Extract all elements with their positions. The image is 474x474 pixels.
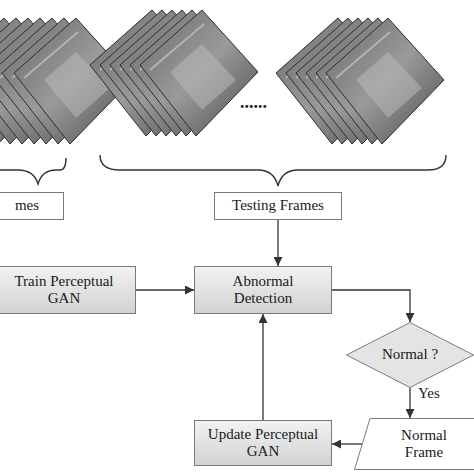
node-text: Abnormal Detection — [213, 273, 313, 308]
input-box: mes — [0, 192, 64, 220]
testing-frame-stack — [90, 10, 258, 136]
process-box: Abnormal Detection — [194, 266, 332, 314]
ellipsis-label: ...... — [240, 92, 267, 113]
node-text: Update Perceptual GAN — [207, 426, 319, 461]
process-box: Train Perceptual GAN — [0, 266, 136, 314]
edge-label: Yes — [418, 385, 440, 402]
node-text: Normal Frame — [394, 427, 454, 462]
shape-outline — [355, 419, 474, 470]
flow-arrow — [262, 314, 263, 420]
node-text: mes — [15, 197, 39, 214]
flow-arrow — [136, 289, 194, 290]
process-box: Update Perceptual GAN — [194, 420, 332, 466]
shape-outline — [347, 323, 474, 388]
decision-diamond: Normal ? — [346, 322, 474, 388]
group-brace — [100, 155, 446, 186]
flow-arrow — [332, 443, 362, 444]
flow-arrow — [332, 290, 410, 322]
testing-frame-stack — [276, 18, 444, 144]
node-text: Testing Frames — [232, 197, 324, 214]
flow-arrow — [277, 220, 278, 266]
data-parallelogram: Normal Frame — [354, 418, 474, 470]
node-text: Train Perceptual GAN — [8, 273, 120, 308]
node-text: Normal ? — [382, 346, 438, 363]
group-brace — [0, 158, 66, 184]
input-box: Testing Frames — [214, 192, 342, 220]
flow-arrow — [409, 388, 410, 418]
